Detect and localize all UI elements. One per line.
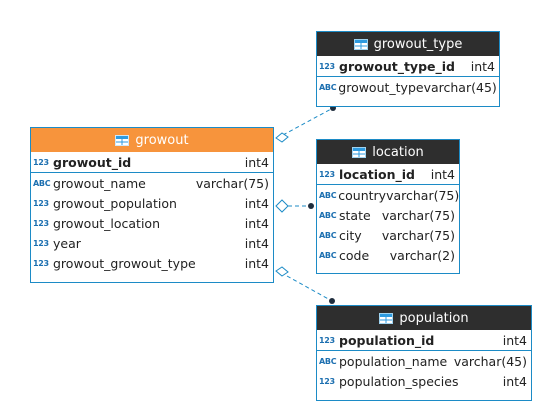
numeric-type-icon: 123 bbox=[33, 198, 49, 208]
numeric-type-icon: 123 bbox=[319, 61, 335, 71]
primary-key-section: 123 population_id int4 bbox=[317, 330, 531, 351]
entity-title: population bbox=[399, 310, 469, 326]
column-row[interactable]: ABC code varchar(2) bbox=[317, 245, 459, 265]
diamond-marker-icon bbox=[275, 132, 289, 143]
column-row[interactable]: ABC population_name varchar(45) bbox=[317, 351, 531, 371]
column-name: growout_population bbox=[53, 195, 177, 211]
text-type-icon: ABC bbox=[319, 250, 337, 260]
text-type-icon: ABC bbox=[319, 82, 337, 92]
column-name: growout_name bbox=[53, 175, 146, 191]
column-type: int4 bbox=[502, 332, 527, 348]
text-type-icon: ABC bbox=[319, 230, 337, 240]
entity-title: location bbox=[372, 144, 424, 160]
column-name: location_id bbox=[339, 166, 415, 182]
column-row[interactable]: ABC growout_type varchar(45) bbox=[317, 77, 499, 97]
numeric-type-icon: 123 bbox=[33, 238, 49, 248]
numeric-type-icon: 123 bbox=[319, 376, 335, 386]
column-name: population_name bbox=[339, 353, 448, 369]
column-name: growout_type bbox=[338, 79, 424, 95]
table-icon bbox=[352, 146, 367, 158]
column-row[interactable]: ABC state varchar(75) bbox=[317, 205, 459, 225]
dot-marker-icon bbox=[329, 298, 335, 304]
entity-header[interactable]: location bbox=[317, 140, 459, 164]
column-type: int4 bbox=[244, 154, 269, 170]
numeric-type-icon: 123 bbox=[319, 335, 335, 345]
entity-growout[interactable]: growout 123 growout_id int4 ABC growout_… bbox=[30, 127, 274, 283]
column-row[interactable]: ABC city varchar(75) bbox=[317, 225, 459, 245]
primary-key-section: 123 location_id int4 bbox=[317, 164, 459, 185]
column-type: varchar(75) bbox=[195, 175, 269, 191]
entity-location[interactable]: location 123 location_id int4 ABC countr… bbox=[316, 139, 460, 274]
entity-population[interactable]: population 123 population_id int4 ABC po… bbox=[316, 305, 532, 401]
primary-key-section: 123 growout_type_id int4 bbox=[317, 56, 499, 77]
column-row[interactable]: 123 location_id int4 bbox=[317, 164, 459, 184]
table-icon bbox=[353, 38, 368, 50]
column-name: country bbox=[338, 187, 387, 203]
numeric-type-icon: 123 bbox=[319, 169, 335, 179]
text-type-icon: ABC bbox=[33, 178, 51, 188]
column-type: int4 bbox=[430, 166, 455, 182]
column-row[interactable]: 123 growout_growout_type int4 bbox=[31, 253, 273, 273]
table-icon bbox=[115, 134, 130, 146]
column-type: varchar(45) bbox=[423, 79, 497, 95]
column-type: varchar(45) bbox=[453, 353, 527, 369]
column-name: growout_id bbox=[53, 154, 132, 170]
entity-header[interactable]: population bbox=[317, 306, 531, 330]
entity-title: growout bbox=[135, 132, 189, 148]
numeric-type-icon: 123 bbox=[33, 258, 49, 268]
column-type: varchar(75) bbox=[381, 207, 455, 223]
entity-title: growout_type bbox=[373, 36, 463, 52]
relationship-growout-location[interactable] bbox=[275, 199, 314, 213]
primary-key-section: 123 growout_id int4 bbox=[31, 152, 273, 173]
column-type: int4 bbox=[244, 195, 269, 211]
column-type: int4 bbox=[244, 215, 269, 231]
entity-growout_type[interactable]: growout_type 123 growout_type_id int4 AB… bbox=[316, 31, 500, 107]
column-row[interactable]: 123 growout_id int4 bbox=[31, 152, 273, 172]
column-row[interactable]: ABC country varchar(75) bbox=[317, 185, 459, 205]
column-type: int4 bbox=[244, 255, 269, 271]
column-row[interactable]: ABC growout_name varchar(75) bbox=[31, 173, 273, 193]
text-type-icon: ABC bbox=[319, 210, 337, 220]
column-name: population_species bbox=[339, 373, 459, 389]
column-name: city bbox=[339, 227, 362, 243]
column-type: varchar(2) bbox=[389, 247, 455, 263]
column-type: varchar(75) bbox=[386, 187, 460, 203]
relationship-growout-population[interactable] bbox=[275, 266, 335, 304]
table-icon bbox=[379, 312, 394, 324]
entity-header[interactable]: growout_type bbox=[317, 32, 499, 56]
column-type: varchar(75) bbox=[381, 227, 455, 243]
text-type-icon: ABC bbox=[319, 190, 337, 200]
entity-header[interactable]: growout bbox=[31, 128, 273, 152]
column-name: growout_location bbox=[53, 215, 160, 231]
column-name: population_id bbox=[339, 332, 435, 348]
column-type: int4 bbox=[502, 373, 527, 389]
column-name: year bbox=[53, 235, 81, 251]
column-name: state bbox=[339, 207, 371, 223]
diamond-marker-icon bbox=[275, 266, 289, 277]
column-row[interactable]: 123 population_id int4 bbox=[317, 330, 531, 350]
relationship-growout-growout_type[interactable] bbox=[275, 105, 336, 143]
numeric-type-icon: 123 bbox=[33, 218, 49, 228]
column-name: code bbox=[339, 247, 370, 263]
column-row[interactable]: 123 growout_type_id int4 bbox=[317, 56, 499, 76]
column-row[interactable]: 123 growout_population int4 bbox=[31, 193, 273, 213]
column-name: growout_growout_type bbox=[53, 255, 196, 271]
numeric-type-icon: 123 bbox=[33, 157, 49, 167]
column-type: int4 bbox=[470, 58, 495, 74]
column-name: growout_type_id bbox=[339, 58, 455, 74]
column-row[interactable]: 123 year int4 bbox=[31, 233, 273, 253]
diamond-marker-icon bbox=[275, 199, 289, 213]
column-row[interactable]: 123 population_species int4 bbox=[317, 371, 531, 391]
text-type-icon: ABC bbox=[319, 356, 337, 366]
column-type: int4 bbox=[244, 235, 269, 251]
dot-marker-icon bbox=[308, 203, 314, 209]
column-row[interactable]: 123 growout_location int4 bbox=[31, 213, 273, 233]
